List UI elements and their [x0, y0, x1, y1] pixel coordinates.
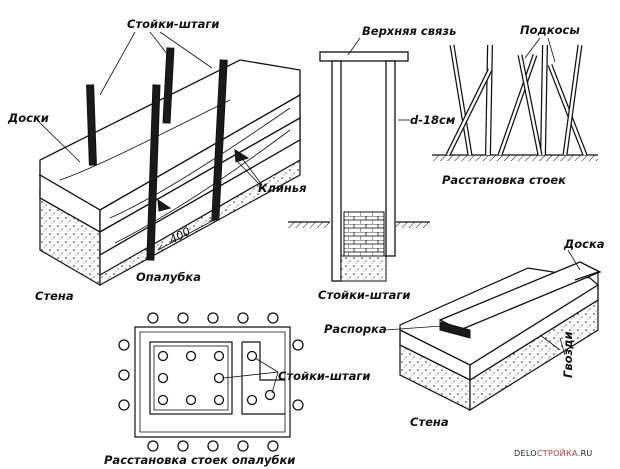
bracing-elevation: [432, 37, 598, 161]
label-d18: d-18см: [410, 113, 456, 127]
post-right: [385, 60, 396, 257]
spacer: [439, 321, 471, 339]
label-doska: Доска: [563, 237, 605, 251]
label-stoiki-bottom: Стойки-штаги: [278, 369, 370, 383]
plan-pillar: [149, 341, 233, 415]
frame-elevation: [288, 37, 430, 282]
post-left: [331, 60, 342, 282]
label-stena-right: Стена: [410, 415, 449, 429]
plan-view: [118, 312, 304, 452]
watermark: DELOСТРОЙКА.RU: [514, 447, 593, 458]
label-verkhnyaya-svyaz: Верхняя связь: [362, 24, 456, 38]
post-front-2: [211, 59, 228, 221]
formwork-perspective: [36, 31, 301, 287]
label-rasporka: Распорка: [324, 322, 387, 336]
plan-posts: [118, 312, 304, 452]
label-rasstanovka-stoek: Расстановка стоек: [442, 173, 567, 187]
post-front-1: [146, 84, 161, 261]
label-gvozdi: Гвозди: [561, 331, 575, 378]
post-back-1: [162, 47, 175, 124]
post-back-left: [86, 84, 97, 166]
label-stena-left: Стена: [35, 289, 74, 303]
brick-wall: [343, 211, 385, 257]
label-stoiki-mid: Стойки-штаги: [318, 288, 410, 302]
wedge-2: [157, 199, 172, 212]
foundation: [340, 255, 387, 282]
label-podkosy: Подкосы: [520, 23, 580, 37]
label-klinya: Клинья: [258, 181, 307, 195]
label-opalubka: Опалубка: [136, 270, 201, 284]
top-tie: [319, 51, 409, 62]
trench-board-section: [384, 249, 602, 412]
label-rasstanovka-opalubki: Расстановка стоек опалубки: [104, 453, 295, 467]
label-doski: Доски: [7, 111, 49, 125]
label-stoiki-top: Стойки-штаги: [127, 17, 219, 31]
